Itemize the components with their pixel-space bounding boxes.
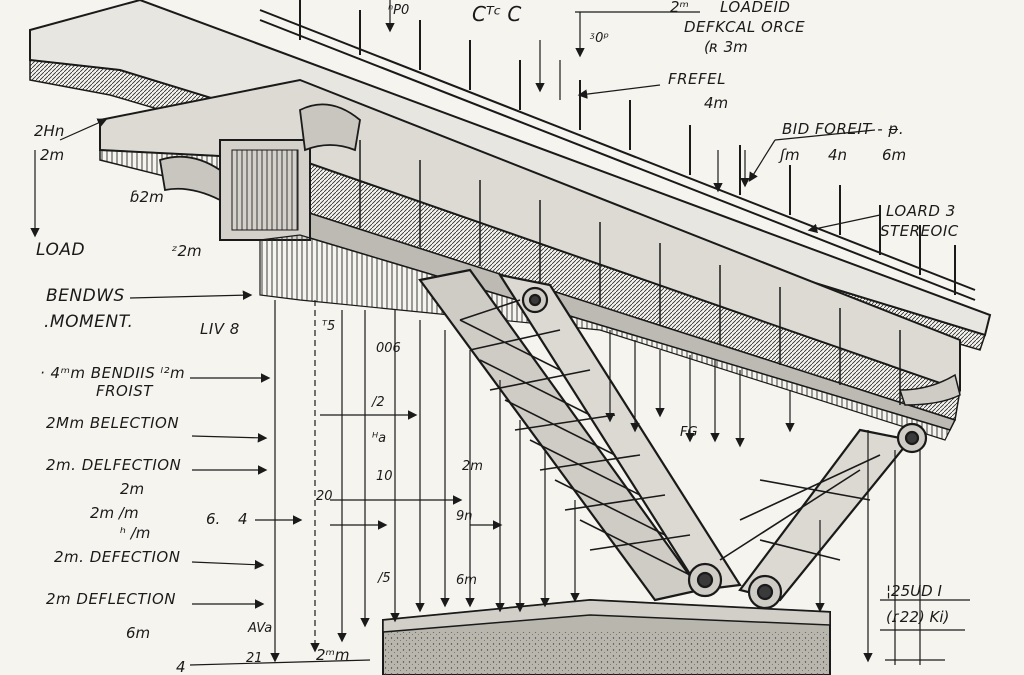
moment-label: .MOMENT. [44, 312, 134, 332]
deflection-2-sub-label: 2m [120, 480, 145, 498]
bid-foreit-label: BID FOREIT - ᵽ. [782, 120, 905, 138]
top-c-label: Cᵀᶜ C [472, 2, 522, 26]
concrete-base [382, 598, 831, 675]
bid-6m-label: 6m [882, 146, 907, 164]
left-62m-label: ɓ2m [130, 188, 164, 206]
bottom-21-label: 21 [246, 651, 263, 666]
right-box-label-a: ¦25UD I [886, 582, 942, 600]
bid-4n-label: 4n [828, 146, 848, 164]
mid-ha-label: ᴴa [372, 431, 387, 446]
top-2m-label: 2ᵐ [670, 0, 689, 16]
mid-t5-label: ᵀ5 [322, 319, 336, 334]
frefel-4m-label: 4m [704, 94, 729, 112]
frefel-label: FREFEL [668, 70, 726, 88]
mid-5-label: /5 [378, 571, 391, 586]
deflection-label-1: 2Mm BELECTION [46, 414, 180, 432]
dim-4-label: 4 [238, 510, 248, 528]
six-m-label: 6m [126, 624, 151, 642]
mid-20-label: 20 [316, 489, 333, 504]
top-left-fragment-label: ᶾ0ᵖ [590, 31, 609, 46]
top-fragment-label: ⁿP0 [388, 3, 410, 18]
dim-2m-1m-b-label: ʰ /m [120, 524, 151, 542]
mid-6m-label: 6m [456, 573, 477, 588]
deflection-label-3: 2m. DEFECTION [54, 548, 181, 566]
mid-9n-label: 9n [456, 509, 473, 524]
bending-frost-label-a: · 4ᵐm BENDIIS ˡ²m [40, 364, 186, 382]
right-box-label-b: (ɾ22) Ki) [886, 608, 950, 626]
bid-m-label: ʃm [780, 146, 800, 164]
bottom-4-label: 4 [176, 658, 186, 675]
deflection-force-label: DEFKCAL ORCE [684, 18, 806, 36]
loaded-label: LOADEID [720, 0, 791, 16]
bottom-2m-label: 2ᵐm [316, 646, 350, 664]
deck-railing [259, 0, 976, 301]
leader-arrows [59, 11, 970, 666]
bending-frost-label-b: FROIST [96, 382, 153, 400]
load-label: LOAD [36, 240, 86, 260]
mid-2m-label: 2m [462, 459, 483, 474]
bottom-ava-label: AVa [248, 621, 273, 636]
dim-6-label: 6. [206, 510, 221, 528]
left-2hn-label: 2Hn [34, 122, 65, 140]
stereic-label: STEREOIC [880, 222, 959, 240]
mid-006-label: 006 [376, 341, 401, 356]
left-2m-label: 2m [40, 146, 65, 164]
load-arrows [30, 0, 921, 665]
dim-2m-1m-label: 2m /m [90, 504, 139, 522]
deck-girder [29, 0, 992, 441]
bending-label: BENDWS [46, 286, 125, 306]
mid-10-label: 10 [376, 469, 393, 484]
deflection-label-2: 2m. DELFECTION [46, 456, 182, 474]
mid-12-label: /2 [372, 395, 385, 410]
left-z2m-label: ᶻ2m [172, 242, 202, 260]
deflection-label-4: 2m DEFLECTION [46, 590, 177, 608]
liv8-label: LIV 8 [200, 320, 240, 338]
mid-fg-label: FG [680, 425, 698, 440]
r-3m-label: (ʀ 3m [704, 38, 748, 56]
load-3-label: LOARD 3 [886, 202, 956, 220]
